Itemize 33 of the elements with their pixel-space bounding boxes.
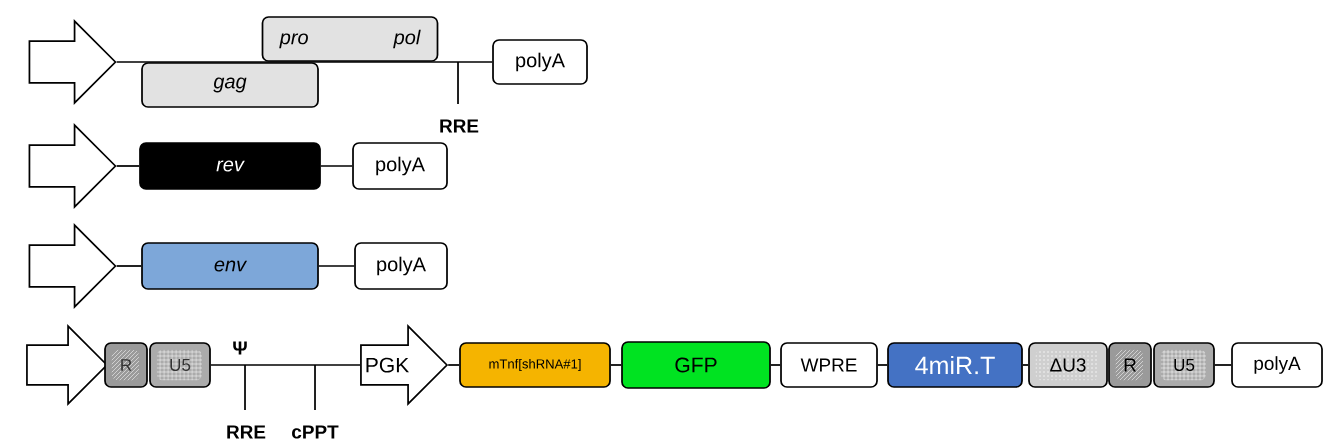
element-box: GFP xyxy=(621,341,771,389)
connector-line xyxy=(115,165,140,167)
connector-line xyxy=(318,265,355,267)
connector-line xyxy=(115,61,493,63)
element-box: polyA xyxy=(492,39,588,85)
element-box: WPRE xyxy=(780,342,878,388)
element-box: polyA xyxy=(352,142,448,190)
ltr-box: U5 xyxy=(1153,342,1215,388)
site-label: Ψ xyxy=(233,341,247,355)
connector-line xyxy=(447,364,460,366)
ltr-box: R xyxy=(1108,342,1152,388)
gene-box: gag xyxy=(141,62,319,108)
connector-line xyxy=(1214,364,1232,366)
ltr-box: R xyxy=(104,342,148,388)
site-label: RRE xyxy=(440,119,479,133)
connector-line xyxy=(770,364,781,366)
ltr-box: ΔU3 xyxy=(1028,342,1108,388)
element-box: polyA xyxy=(354,242,448,290)
connector-line xyxy=(877,364,888,366)
element-box: polyA xyxy=(1231,342,1323,388)
connector-line xyxy=(610,364,622,366)
element-box: 4miR.T xyxy=(887,342,1023,388)
connector-line xyxy=(320,165,353,167)
connector-line xyxy=(115,265,142,267)
element-box: mTnf[shRNA#1] xyxy=(459,342,611,388)
gene-box: rev xyxy=(139,142,321,190)
site-label: cPPT xyxy=(292,425,339,439)
connector-line xyxy=(210,364,361,366)
site-label: RRE xyxy=(227,425,266,439)
connector-line xyxy=(1022,364,1029,366)
ltr-box: U5 xyxy=(149,342,211,388)
gene-box: env xyxy=(141,242,319,290)
gene-box: pro pol xyxy=(261,16,439,62)
